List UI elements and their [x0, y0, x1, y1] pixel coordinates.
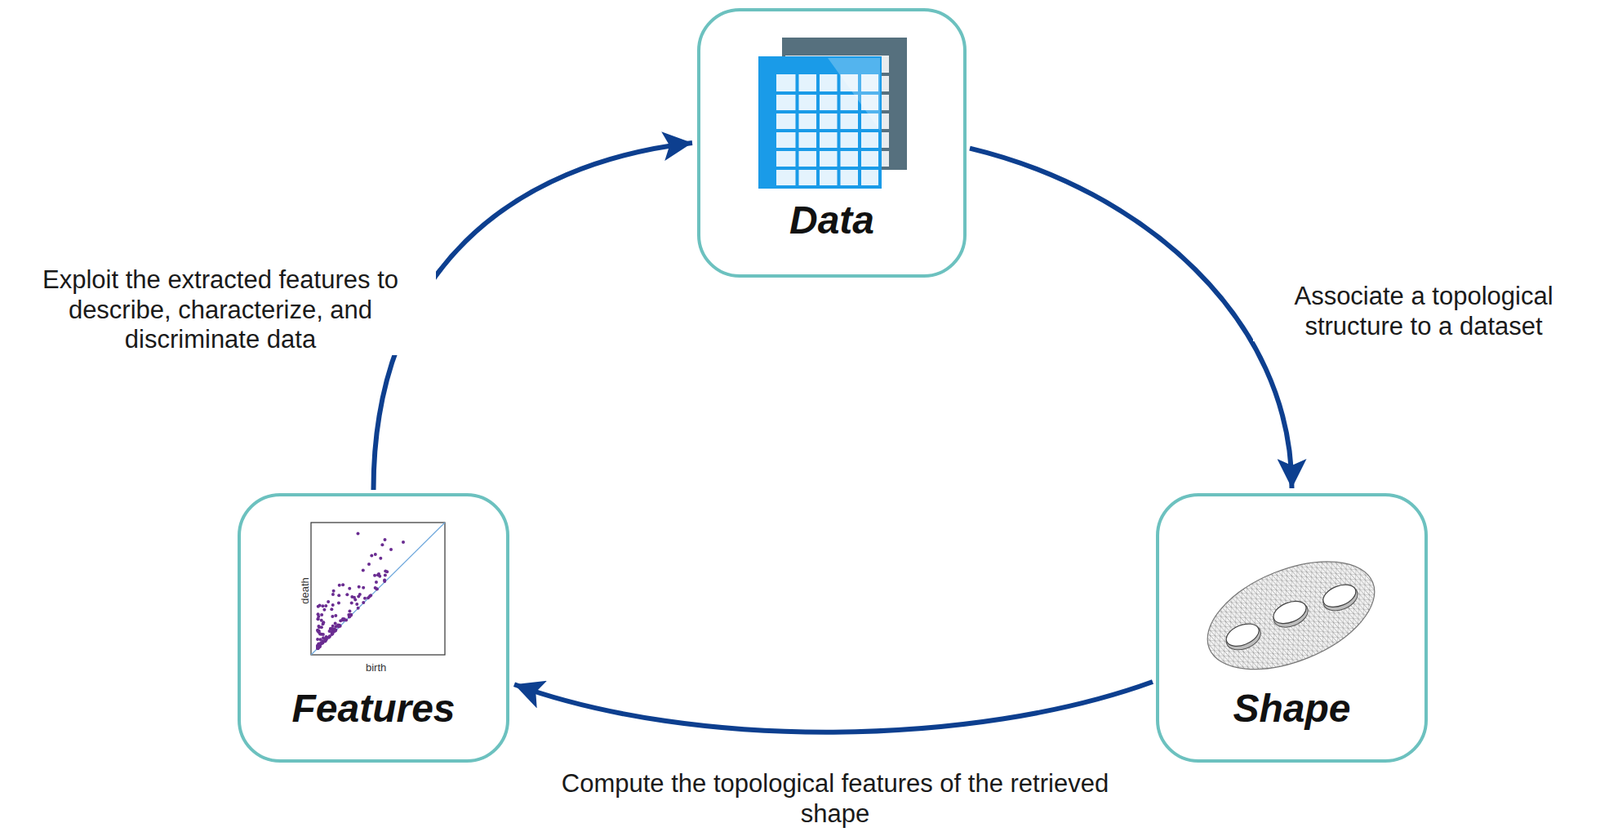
table-icon	[760, 39, 906, 187]
node-label: Data	[700, 197, 964, 243]
axis-label: death	[298, 577, 312, 605]
edge-label: Compute the topological features of the …	[537, 768, 1133, 829]
node-label: Features	[240, 685, 507, 731]
process-box: Shape	[1155, 493, 1428, 763]
process-box: Features death birth	[237, 493, 510, 763]
flow-arrow	[514, 681, 1153, 733]
torus-figure	[1191, 539, 1390, 691]
edge-label: Exploit the extracted features to descri…	[4, 265, 436, 356]
edge-label: Associate a topological structure to a d…	[1253, 281, 1595, 342]
persistence-diagram	[311, 522, 445, 655]
process-box: Data	[697, 8, 967, 278]
flow-arrow	[969, 148, 1293, 489]
axis-label: birth	[365, 661, 387, 674]
node-label: Shape	[1159, 685, 1425, 731]
